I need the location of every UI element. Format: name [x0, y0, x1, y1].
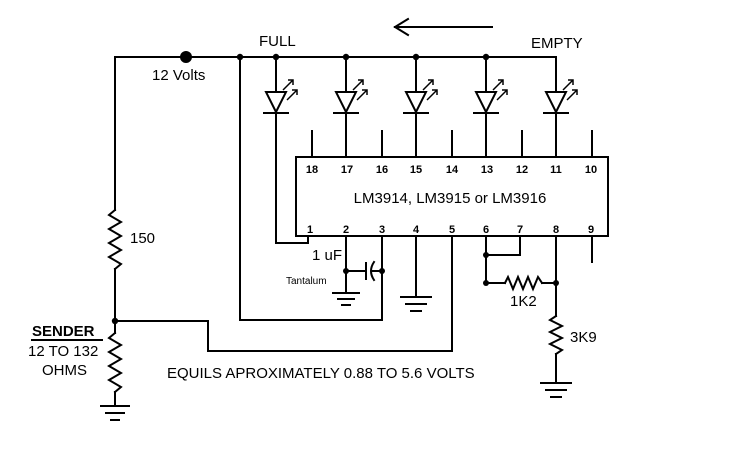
label-r3k9: 3K9: [570, 329, 597, 346]
led-4: [473, 79, 508, 115]
pin-label-8: 8: [553, 224, 559, 236]
supply-node: [180, 51, 192, 63]
sender-resistor: [107, 331, 123, 406]
label-cap: 1 uF: [312, 247, 342, 264]
pin-label-6: 6: [483, 224, 489, 236]
direction-arrow: [393, 17, 493, 37]
label-equation: EQUILS APROXIMATELY 0.88 TO 5.6 VOLTS: [167, 365, 475, 382]
ic-top-pin-labels: 18 17 16 15 14 13 12 11 10: [306, 164, 597, 176]
led-5: [543, 79, 578, 115]
pin-label-16: 16: [376, 164, 388, 176]
label-tantalum: Tantalum: [286, 276, 327, 287]
label-empty: EMPTY: [531, 35, 583, 52]
ic-bottom-pin-labels: 1 2 3 4 5 6 7 8 9: [307, 224, 594, 236]
bottom-wiring: [114, 56, 593, 383]
pin-label-11: 11: [550, 164, 562, 176]
led-wires: [275, 56, 557, 244]
pin-label-10: 10: [585, 164, 597, 176]
pin-label-5: 5: [449, 224, 455, 236]
label-full: FULL: [259, 33, 296, 50]
label-r150: 150: [130, 230, 155, 247]
pin-label-12: 12: [516, 164, 528, 176]
label-r1k2: 1K2: [510, 293, 537, 310]
pin-label-2: 2: [343, 224, 349, 236]
ground-cap: [332, 292, 360, 306]
supply-rail: [114, 51, 556, 211]
led-1: [263, 79, 298, 115]
pin-label-4: 4: [413, 224, 420, 236]
pin-label-3: 3: [379, 224, 385, 236]
label-sender-range: 12 TO 132: [28, 343, 98, 360]
pin-label-15: 15: [410, 164, 422, 176]
pin-label-7: 7: [517, 224, 523, 236]
pin-label-18: 18: [306, 164, 318, 176]
pin-label-17: 17: [341, 164, 353, 176]
pin-label-13: 13: [481, 164, 493, 176]
label-sender-title: SENDER: [32, 323, 95, 340]
led-3: [403, 79, 438, 115]
label-supply: 12 Volts: [152, 67, 205, 84]
pin-label-1: 1: [307, 224, 313, 236]
ic-body: [295, 156, 609, 237]
ic-top-stubs: [311, 130, 593, 158]
resistor-150: [107, 208, 123, 334]
ground-pin4: [400, 296, 432, 312]
label-sender-unit: OHMS: [42, 362, 87, 379]
led-2: [333, 79, 368, 115]
ground-sender: [100, 405, 130, 421]
pin-label-9: 9: [588, 224, 594, 236]
ground-3k9: [540, 382, 572, 398]
pin-label-14: 14: [446, 164, 459, 176]
ic-name: LM3914, LM3915 or LM3916: [354, 190, 547, 207]
